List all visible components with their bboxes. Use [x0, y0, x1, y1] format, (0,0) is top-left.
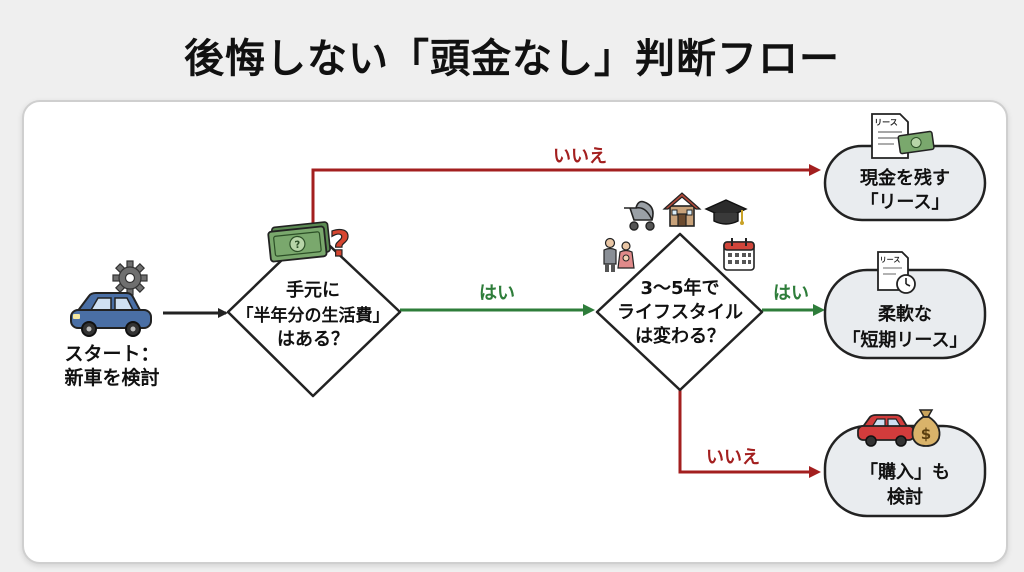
graduation-cap-icon [704, 199, 748, 225]
gear-icon [112, 260, 148, 296]
cash-icon: ? [267, 221, 331, 263]
outcome3-line2: 検討 [887, 486, 923, 508]
decision2-line2: ライフスタイル [617, 302, 743, 323]
decision1-line1: 手元に [286, 279, 340, 301]
outcome2-line1: 柔軟な [878, 303, 932, 325]
stroller-icon [624, 200, 655, 231]
outcome1-line2: 「リース」 [860, 191, 949, 213]
outcome2-line2: 「短期リース」 [842, 329, 967, 351]
calendar-icon [723, 238, 755, 271]
family-icon [603, 237, 635, 272]
outcome-purchase: $ 「購入」も 検討 [823, 409, 987, 518]
money-bag-icon: $ [911, 409, 941, 447]
page-title: 後悔しない「頭金なし」判断フロー [184, 36, 840, 82]
start-line2: 新車を検討 [64, 366, 159, 389]
decision1-line2: 「半年分の生活費」 [237, 305, 390, 326]
decision2-line1: 3〜5年で [640, 277, 719, 299]
start-line1: スタート： [64, 343, 159, 365]
doc-label-2: リース [880, 256, 901, 264]
question-icon: ? [330, 224, 351, 265]
lease-clock-document-icon: リース [877, 251, 916, 294]
edge-no1 [311, 164, 821, 230]
doc-label: リース [874, 118, 898, 127]
svg-text:$: $ [921, 425, 931, 443]
decision1-line3: はある？ [277, 329, 349, 350]
outcome1-line1: 現金を残す [860, 167, 950, 189]
cash-small-icon [897, 130, 935, 155]
svg-text:?: ? [294, 240, 301, 252]
house-icon [662, 192, 702, 227]
edge-yes2-label: はい [773, 283, 809, 304]
outcome-lease-short: リース 柔軟な 「短期リース」 [823, 251, 987, 360]
red-car-icon [857, 414, 915, 447]
decision2-node: 3〜5年で ライフスタイル は変わる？ [595, 192, 764, 392]
edge-no1-label: いいえ [553, 146, 607, 167]
edge-no2-label: いいえ [706, 447, 760, 468]
decision2-line3: は変わる？ [635, 325, 725, 347]
decision1-node: ? ? 手元に 「半年分の生活費」 はある？ [226, 221, 402, 398]
edge-yes1-label: はい [479, 283, 515, 304]
outcome-lease-cash: リース 現金を残す 「リース」 [823, 113, 987, 222]
outcome3-line1: 「購入」も [860, 461, 950, 483]
edge-no2 [678, 390, 821, 478]
start-node: スタート： 新車を検討 [64, 260, 160, 389]
car-icon [70, 292, 152, 337]
